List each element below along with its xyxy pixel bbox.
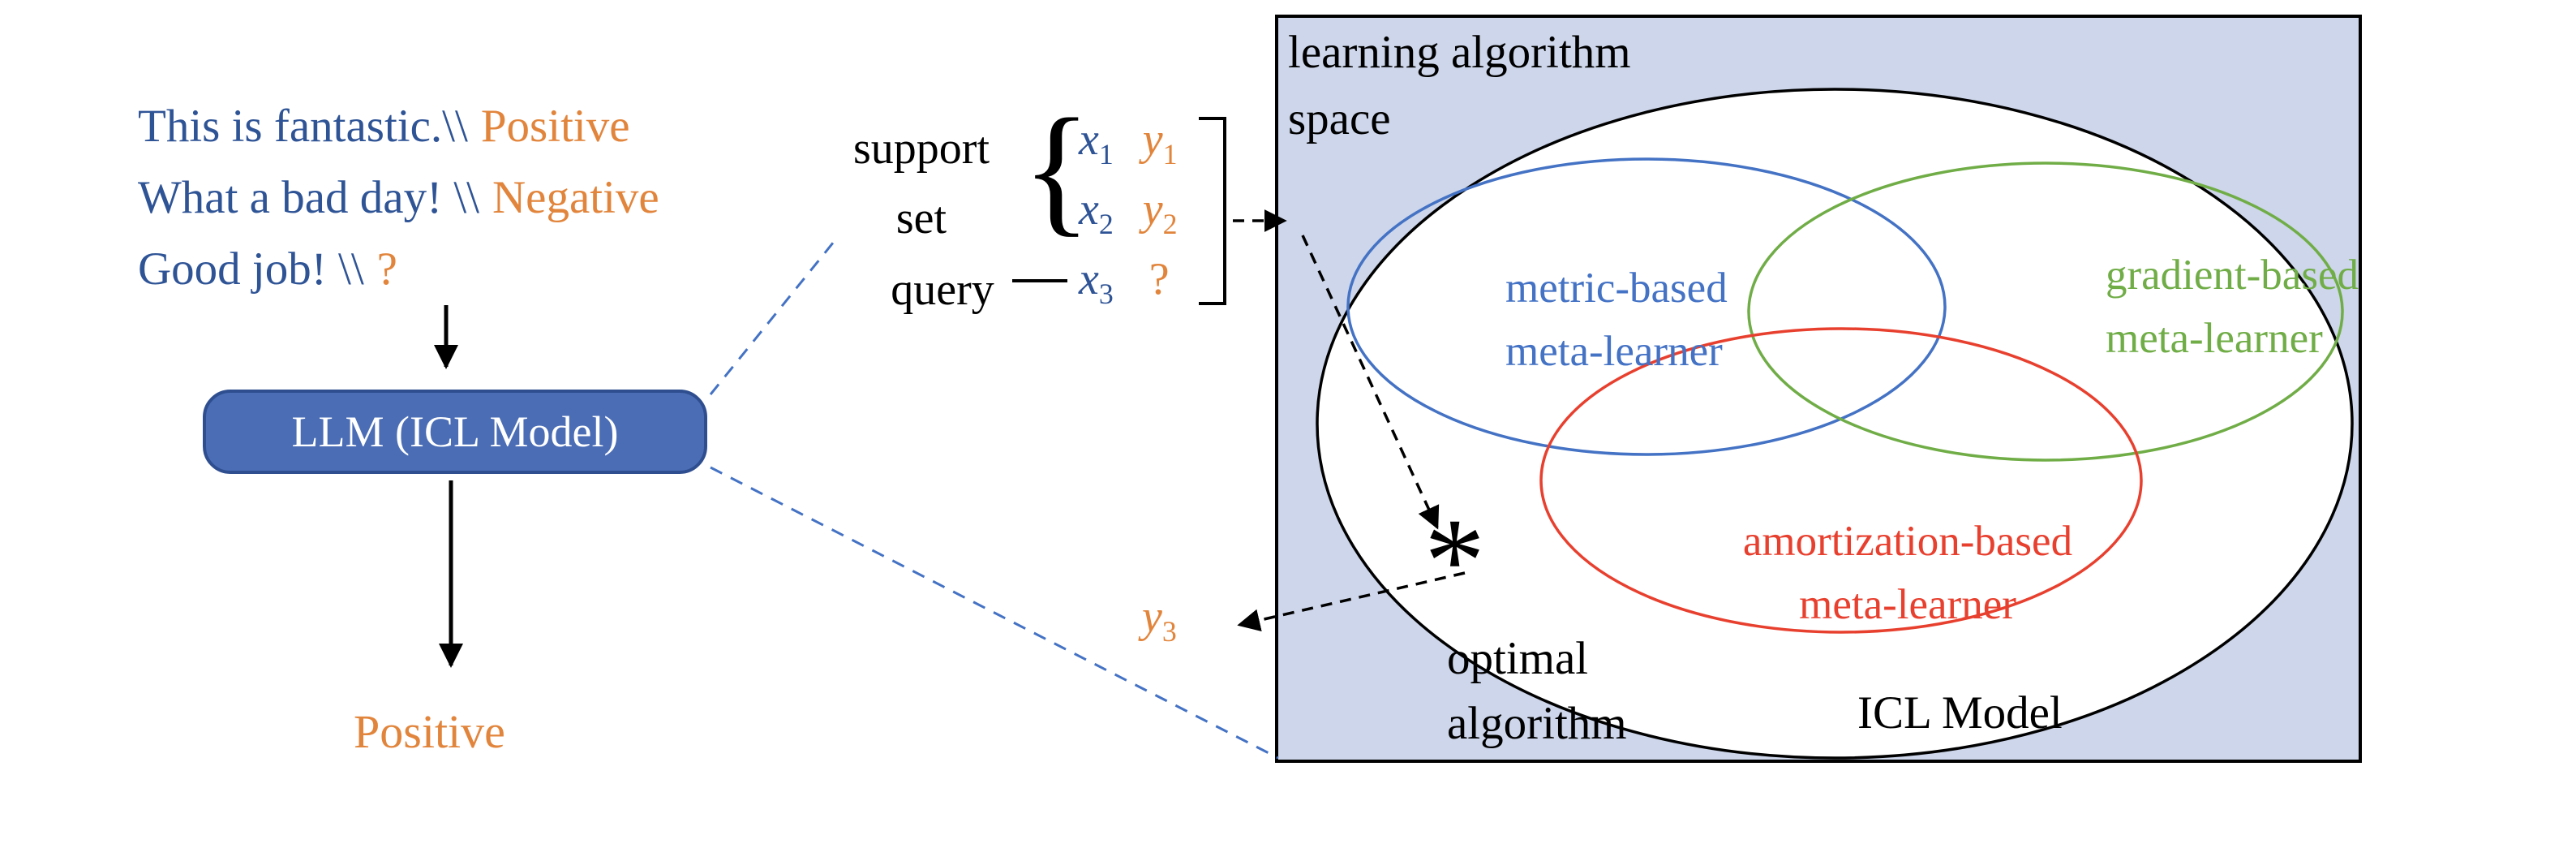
gradient-label-line1: gradient-based bbox=[2106, 252, 2359, 299]
panel-title-line2: space bbox=[1288, 93, 1391, 144]
icl-model-ellipse bbox=[1316, 88, 2354, 760]
llm-icl-model-box: LLM (ICL Model) bbox=[203, 390, 707, 474]
prompt-input-2: What a bad day! \\ bbox=[138, 172, 479, 223]
amortization-label-line1: amortization-based bbox=[1742, 518, 2073, 565]
amortization-label-line2: meta-learner bbox=[1799, 581, 2016, 628]
prompt-line-3: Good job! \\? bbox=[138, 234, 659, 305]
prompt-label-3: ? bbox=[376, 243, 397, 295]
query-pair: x3? bbox=[1079, 253, 1170, 311]
llm-zoom-bottom-dashed-line bbox=[710, 466, 1279, 760]
gradient-based-ellipse bbox=[1747, 161, 2344, 462]
prompt-input-1: This is fantastic.\\ bbox=[138, 101, 468, 152]
space-to-optimal-dashed-arrow bbox=[1301, 235, 1440, 530]
llm-zoom-top-dashed-line bbox=[709, 241, 835, 395]
support-x1: x1 bbox=[1079, 114, 1114, 171]
prediction-y3-math: y3 bbox=[1142, 592, 1177, 648]
amortization-based-ellipse bbox=[1539, 327, 2143, 634]
metric-based-label: metric-based meta-learner bbox=[1505, 256, 1728, 383]
prediction-y3: y3 bbox=[1142, 591, 1177, 648]
support-pair-1: x1 y1 bbox=[1079, 114, 1178, 171]
optimal-label-line1: optimal bbox=[1447, 633, 1589, 684]
panel-title-line1: learning algorithm bbox=[1288, 27, 1631, 78]
support-label-line2: set bbox=[895, 193, 947, 243]
prompt-input-3: Good job! \\ bbox=[138, 243, 364, 295]
prompt-label-1: Positive bbox=[480, 101, 630, 152]
panel-title: learning algorithm space bbox=[1288, 19, 1631, 153]
query-unknown-mark: ? bbox=[1148, 254, 1170, 304]
amortization-based-label: amortization-based meta-learner bbox=[1697, 510, 2119, 636]
icl-model-label: ICL Model bbox=[1857, 687, 2063, 738]
prompt-line-2: What a bad day! \\ Negative bbox=[138, 162, 659, 234]
support-pair-2: x2 y2 bbox=[1079, 183, 1178, 241]
query-label: query bbox=[891, 265, 994, 315]
gradient-label-line2: meta-learner bbox=[2106, 315, 2323, 362]
prompt-label-2: Negative bbox=[492, 172, 659, 223]
support-set-label: support set bbox=[814, 114, 1028, 253]
support-y2: y2 bbox=[1142, 184, 1178, 241]
query-x3: x3 bbox=[1079, 254, 1114, 311]
support-x2: x2 bbox=[1079, 184, 1114, 241]
metric-label-line1: metric-based bbox=[1505, 265, 1728, 312]
support-set-brace: { bbox=[1022, 88, 1092, 249]
support-label-line1: support bbox=[853, 123, 990, 174]
prediction-output: Positive bbox=[354, 705, 505, 758]
episode-right-bracket bbox=[1199, 117, 1226, 305]
prompt-line-1: This is fantastic.\\Positive bbox=[138, 91, 659, 162]
optimal-label-line2: algorithm bbox=[1447, 698, 1627, 749]
gradient-based-label: gradient-based meta-learner bbox=[2106, 243, 2359, 370]
prompt-examples: This is fantastic.\\Positive What a bad … bbox=[138, 91, 659, 305]
metric-label-line2: meta-learner bbox=[1505, 328, 1723, 375]
metric-based-ellipse bbox=[1346, 157, 1947, 456]
optimal-algorithm-label: optimal algorithm bbox=[1447, 627, 1627, 756]
optimal-algorithm-marker: * bbox=[1424, 493, 1485, 628]
support-y1: y1 bbox=[1142, 114, 1178, 171]
